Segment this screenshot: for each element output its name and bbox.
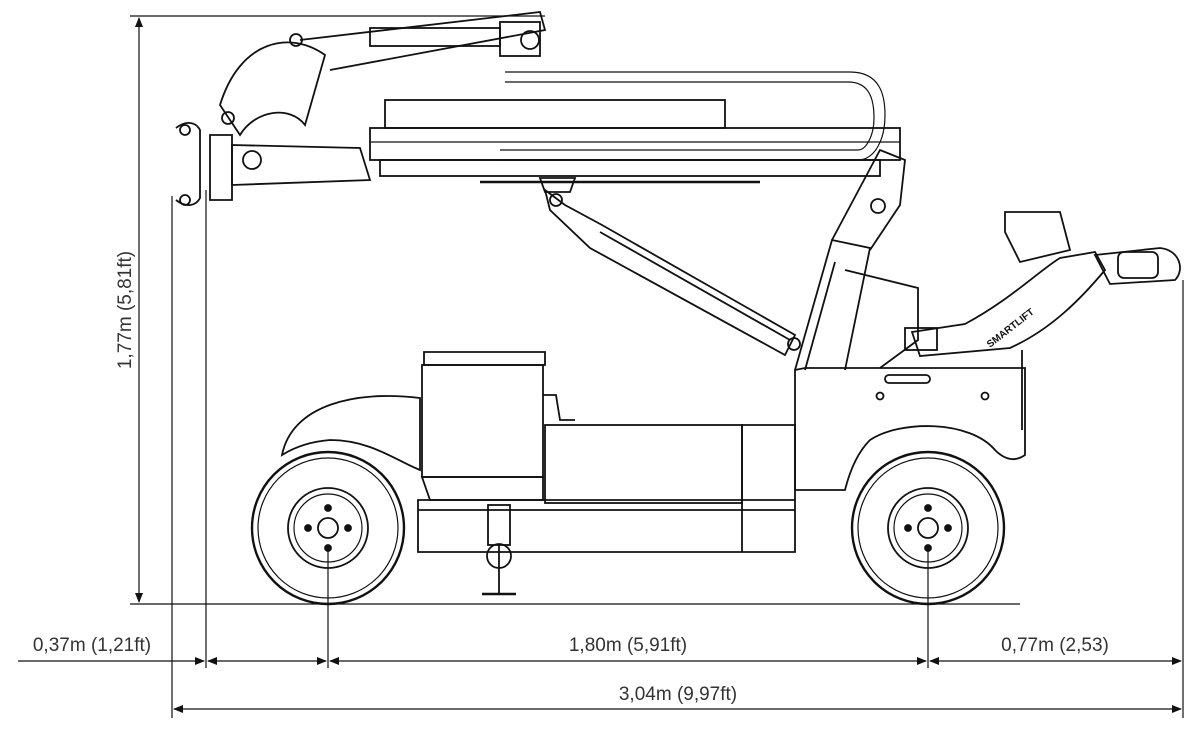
front-overhang-label: 0,37m (1,21ft): [33, 635, 151, 656]
rear-overhang-label: 0,77m (2,53): [1001, 635, 1109, 656]
support-jack: [482, 504, 516, 596]
rear-body: [794, 367, 1026, 491]
machine: SMARTLIFT: [175, 11, 1181, 606]
height-label: 1,77m (5,81ft): [115, 251, 136, 369]
boom: [369, 99, 901, 184]
vacuum-head: [175, 11, 547, 206]
front-wheel: [250, 450, 406, 606]
front-fender: [280, 395, 421, 472]
dimension-lines: [18, 15, 1184, 718]
machine-brand-label: SMARTLIFT: [985, 307, 1036, 351]
tiller-handle: SMARTLIFT: [910, 211, 1181, 357]
lift-cylinder: [538, 177, 801, 357]
battery-box: [423, 351, 546, 366]
cable-chain: [500, 71, 886, 161]
wheelbase-label: 1,80m (5,91ft): [569, 635, 687, 656]
mast: [794, 148, 938, 371]
chassis-frame: [417, 499, 796, 553]
overall-length-label: 3,04m (9,97ft): [619, 684, 737, 705]
rear-wheel: [850, 450, 1006, 606]
